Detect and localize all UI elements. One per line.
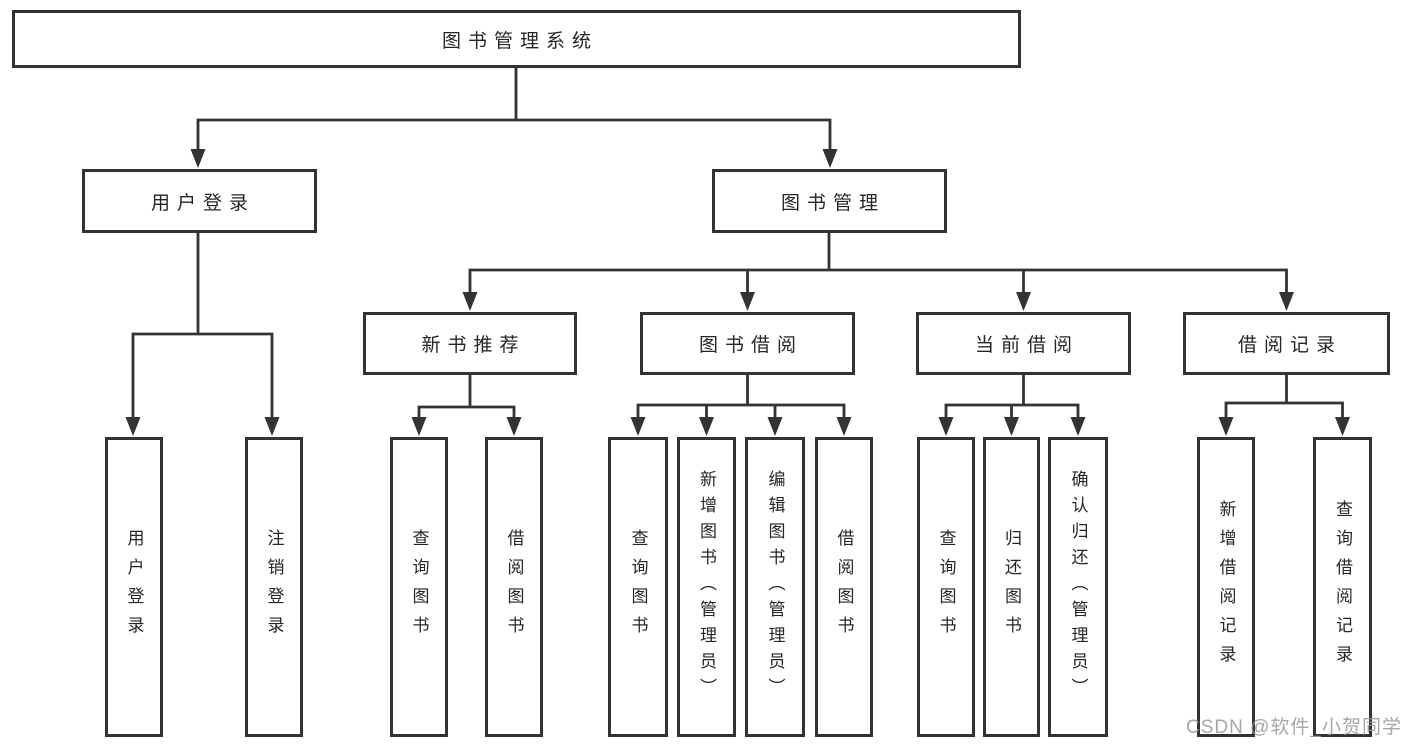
node-user-login-label: 用户登录 (150, 192, 255, 214)
node-new-book-recommend: 新书推荐 (363, 312, 577, 375)
leaf-borrow-borrow-books: 借阅图书 (815, 437, 873, 737)
node-borrow-records: 借阅记录 (1183, 312, 1390, 375)
node-book-management-label: 图书管理 (780, 192, 885, 214)
leaf-newbook-query-books: 查询图书 (390, 437, 448, 737)
node-current-borrow: 当前借阅 (916, 312, 1131, 375)
node-root-label: 图书管理系统 (441, 30, 598, 52)
node-borrow-records-label: 借阅记录 (1237, 335, 1342, 356)
tree-edges (131, 66, 1344, 422)
leaf-current-return-books-label: 归还图书 (1002, 529, 1021, 645)
node-new-book-recommend-label: 新书推荐 (421, 335, 526, 356)
leaf-newbook-borrow-books-label: 借阅图书 (504, 529, 524, 645)
leaf-records-query-record-label: 查询借阅记录 (1333, 500, 1352, 674)
leaf-user-login: 用户登录 (105, 437, 163, 737)
leaf-current-confirm-return-admin-label: 确认归还（管理员） (1068, 470, 1088, 704)
leaf-borrow-add-books-admin-label: 新增图书（管理员） (697, 470, 716, 704)
node-book-borrow: 图书借阅 (640, 312, 855, 375)
leaf-borrow-edit-books-admin: 编辑图书（管理员） (745, 437, 805, 737)
leaf-records-query-record: 查询借阅记录 (1313, 437, 1372, 737)
leaf-newbook-borrow-books: 借阅图书 (485, 437, 543, 737)
leaf-borrow-edit-books-admin-label: 编辑图书（管理员） (765, 470, 785, 704)
leaf-current-confirm-return-admin: 确认归还（管理员） (1048, 437, 1108, 737)
leaf-user-login-label: 用户登录 (124, 529, 144, 645)
leaf-records-add-record: 新增借阅记录 (1197, 437, 1255, 737)
node-root: 图书管理系统 (12, 10, 1021, 68)
leaf-records-add-record-label: 新增借阅记录 (1216, 500, 1236, 674)
leaf-borrow-query-books-label: 查询图书 (628, 529, 648, 645)
node-book-borrow-label: 图书借阅 (698, 335, 803, 356)
node-current-borrow-label: 当前借阅 (974, 335, 1079, 356)
node-user-login: 用户登录 (82, 169, 317, 233)
leaf-borrow-add-books-admin: 新增图书（管理员） (677, 437, 736, 737)
leaf-logout-label: 注销登录 (264, 529, 284, 645)
leaf-current-query-books: 查询图书 (917, 437, 975, 737)
arrowheads (125, 149, 1350, 436)
leaf-logout: 注销登录 (245, 437, 303, 737)
leaf-current-query-books-label: 查询图书 (936, 529, 956, 645)
leaf-borrow-query-books: 查询图书 (608, 437, 668, 737)
leaf-newbook-query-books-label: 查询图书 (409, 529, 429, 645)
leaf-current-return-books: 归还图书 (983, 437, 1040, 737)
leaf-borrow-borrow-books-label: 借阅图书 (834, 529, 854, 645)
csdn-watermark: CSDN @软件_小贺同学 (1186, 717, 1402, 738)
node-book-management: 图书管理 (712, 169, 947, 233)
